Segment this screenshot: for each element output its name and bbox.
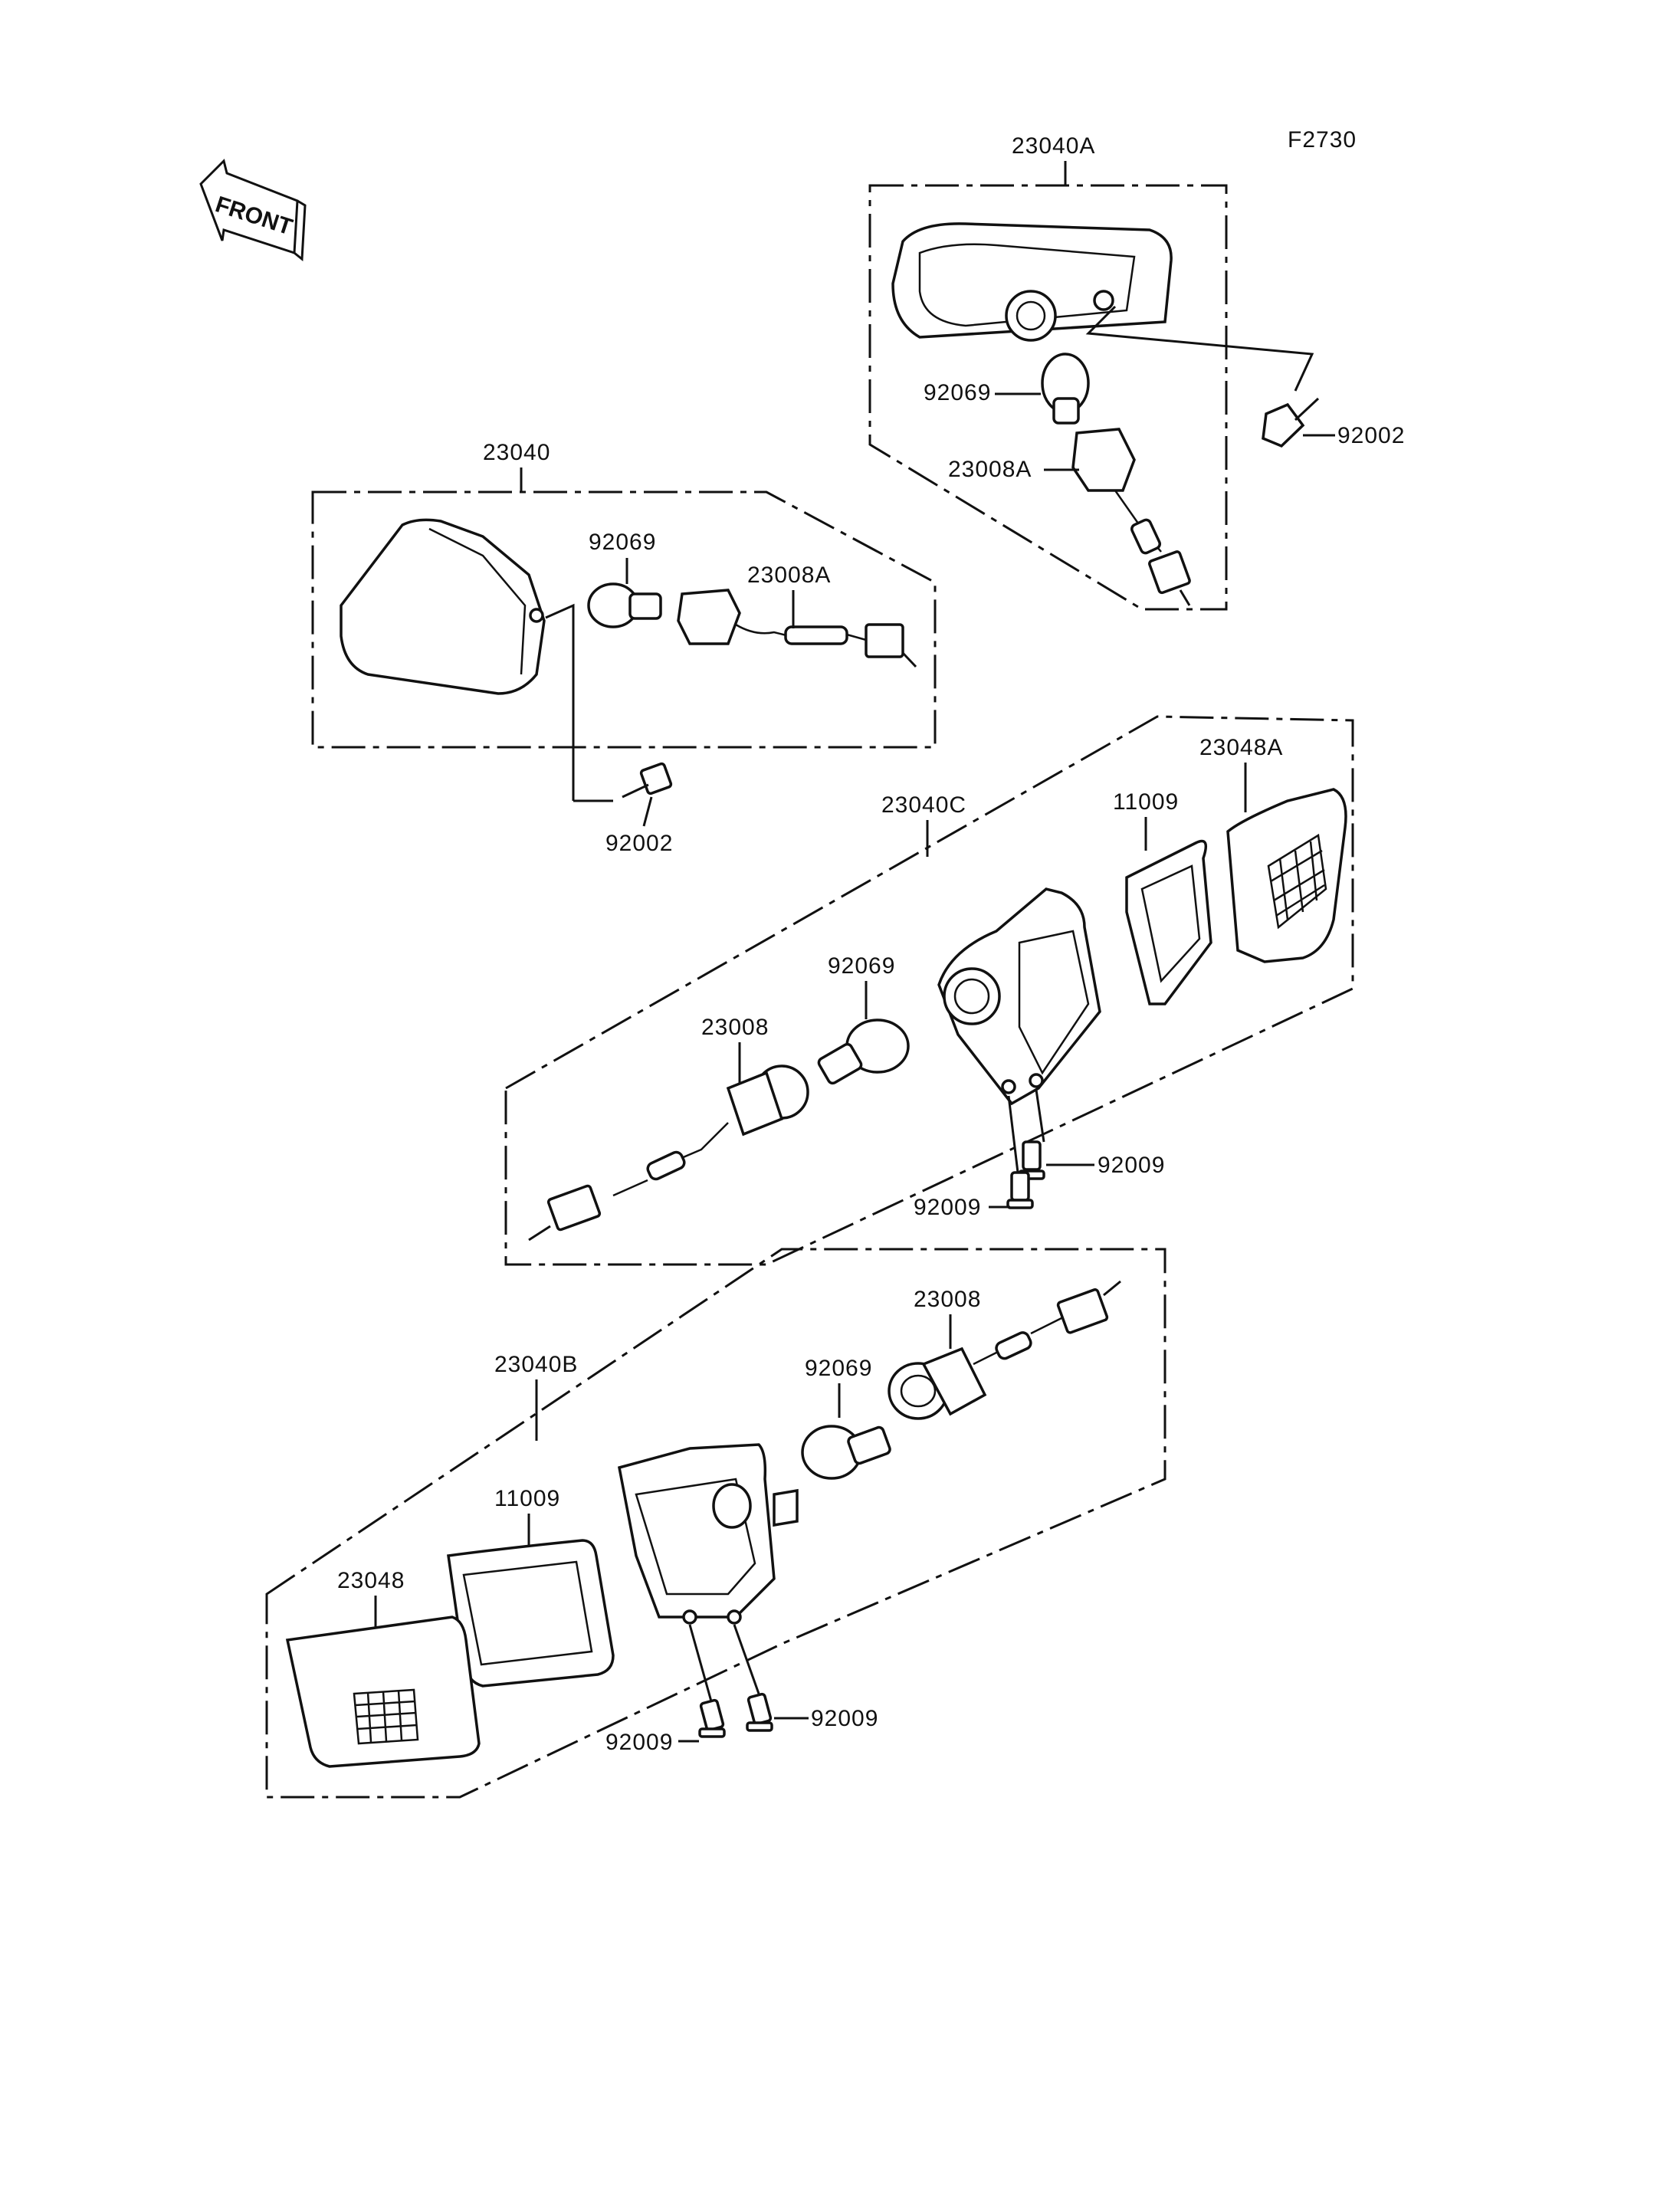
- label-92069-d: 92069: [805, 1356, 872, 1381]
- socket-icon: [528, 1064, 809, 1242]
- screw-icon: [1018, 1140, 1045, 1180]
- front-arrow-icon: FRONT: [199, 159, 307, 261]
- label-23008-b: 23008: [914, 1287, 981, 1312]
- screw-icon: [698, 1698, 726, 1738]
- label-23008A-b: 23008A: [747, 563, 831, 588]
- bulb-icon: [801, 1425, 891, 1480]
- label-92069-c: 92069: [828, 953, 895, 979]
- front-label: FRONT: [212, 192, 295, 240]
- lens-23048A: [1226, 788, 1347, 963]
- screw-icon: [746, 1692, 773, 1732]
- group-23040B: 23040B 23008 92069: [265, 1248, 1166, 1799]
- group-23040A: 23040A 92069 23008A 92002: [868, 133, 1405, 611]
- label-92009-b: 92009: [914, 1195, 981, 1220]
- bulb-icon: [817, 1018, 910, 1085]
- label-92009-d: 92009: [605, 1730, 673, 1755]
- label-92009-c: 92009: [811, 1706, 878, 1731]
- label-92069-a: 92069: [924, 380, 991, 405]
- lens-23048: [285, 1615, 481, 1768]
- label-23008A-a: 23008A: [948, 457, 1032, 482]
- label-23048: 23048: [337, 1568, 405, 1593]
- socket-icon: [888, 1280, 1121, 1420]
- label-92009-a: 92009: [1098, 1153, 1165, 1178]
- housing-23040B: [617, 1443, 799, 1625]
- group-23040C: 23040C 23048A 11009 92069: [504, 715, 1354, 1266]
- label-92002-b: 92002: [605, 831, 673, 856]
- socket-icon: [1071, 428, 1136, 492]
- gasket-11009: [1125, 839, 1212, 1005]
- label-92069-b: 92069: [589, 530, 656, 555]
- label-23040C: 23040C: [881, 792, 966, 818]
- label-23048A: 23048A: [1199, 735, 1283, 760]
- housing-23040C: [937, 887, 1101, 1106]
- label-11009-b: 11009: [494, 1486, 560, 1511]
- group-23040: 23040 92069 23008A 92002: [311, 440, 937, 856]
- label-23040B: 23040B: [494, 1352, 578, 1377]
- socket-icon: [677, 589, 741, 645]
- gasket-11009: [447, 1539, 615, 1688]
- label-23040A: 23040A: [1012, 133, 1095, 159]
- label-92002-a: 92002: [1337, 423, 1405, 448]
- label-23008-a: 23008: [701, 1015, 769, 1040]
- figure-code: F2730: [1288, 127, 1357, 153]
- label-23040: 23040: [483, 440, 550, 465]
- screw-icon: [1006, 1171, 1034, 1209]
- screw-icon: [1262, 397, 1320, 448]
- screw-icon: [622, 762, 673, 799]
- lamp-housing-23040: [340, 518, 546, 695]
- label-11009-a: 11009: [1113, 789, 1179, 815]
